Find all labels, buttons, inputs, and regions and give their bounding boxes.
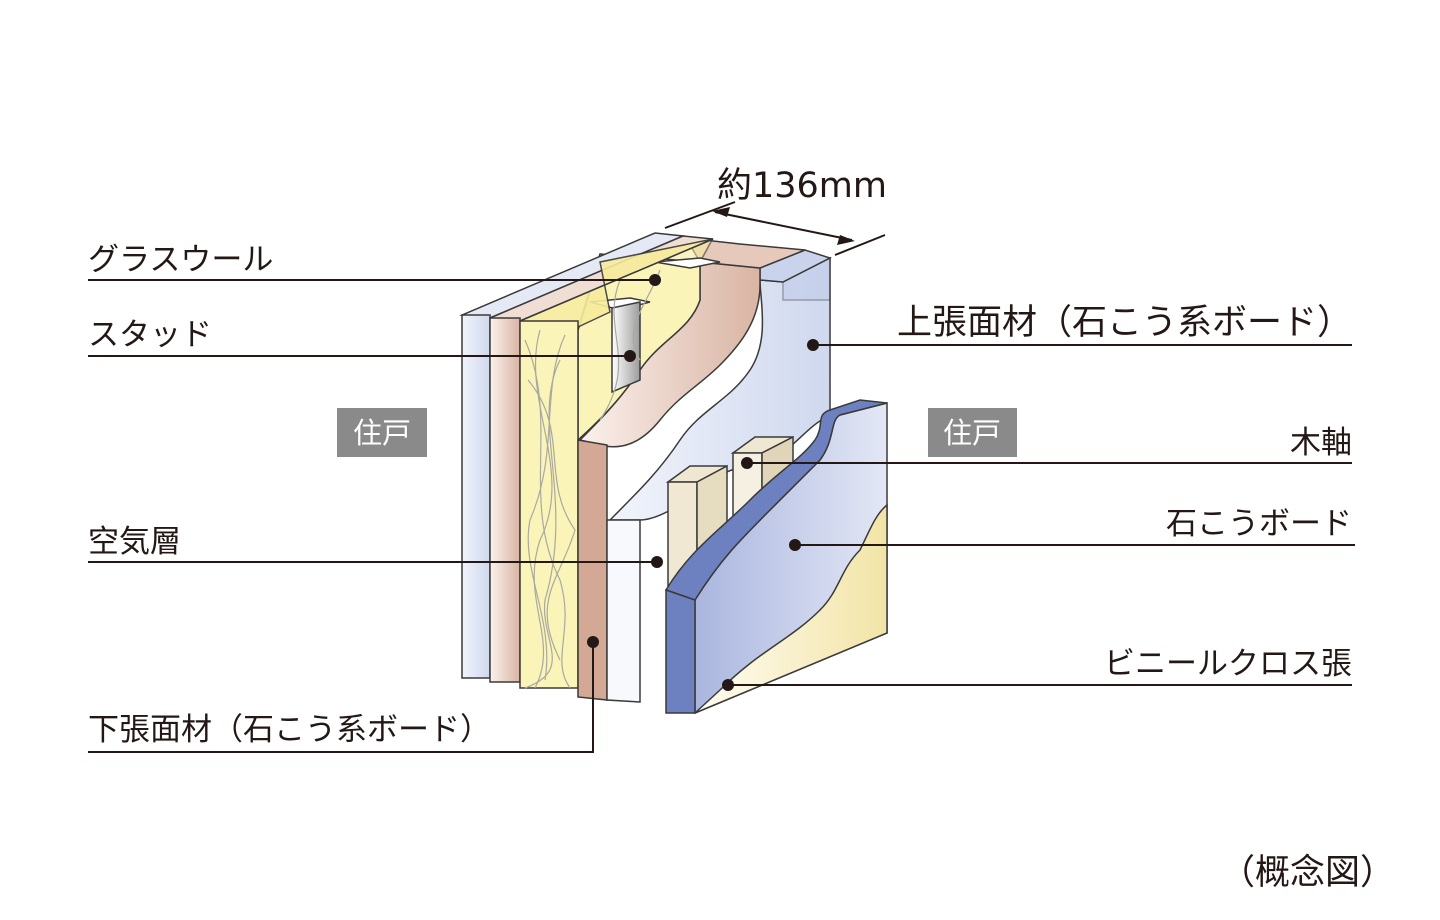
label-glass-wool: グラスウール xyxy=(88,242,661,286)
label-lower-board: 下張面材（石こう系ボード） xyxy=(88,636,599,753)
gypsum-board-top xyxy=(664,399,888,601)
label-text: 上張面材（石こう系ボード） xyxy=(897,303,1352,343)
unit-tag-left: 住戸 xyxy=(337,408,427,457)
unit-tag-text: 住戸 xyxy=(353,416,411,450)
dimension-label: 約136mm xyxy=(717,166,887,206)
caption: （概念図） xyxy=(1220,853,1395,893)
gypsum-board-edge xyxy=(665,588,696,714)
label-wood-frame: 木軸 xyxy=(741,425,1352,469)
stud xyxy=(611,301,641,394)
unit-tag-text: 住戸 xyxy=(943,416,1001,450)
label-text: 石こうボード xyxy=(1166,506,1352,542)
label-vinyl-cloth: ビニールクロス張 xyxy=(722,646,1352,691)
front-strip-pink xyxy=(489,317,521,683)
label-text: 下張面材（石こう系ボード） xyxy=(88,712,491,748)
unit-tag-right: 住戸 xyxy=(928,408,1017,457)
stud-top xyxy=(654,257,721,269)
label-upper-board: 上張面材（石こう系ボード） xyxy=(807,303,1352,351)
label-text: 木軸 xyxy=(1290,425,1352,461)
glass-wool-fibers xyxy=(524,269,661,689)
label-text: スタッド xyxy=(88,317,212,353)
air-layer xyxy=(606,519,641,703)
label-text: ビニールクロス張 xyxy=(1104,646,1352,682)
label-text: 空気層 xyxy=(88,524,181,560)
label-stud: スタッド xyxy=(88,317,636,362)
dimension-marker: 約136mm xyxy=(664,166,887,256)
label-air-layer: 空気層 xyxy=(88,524,663,568)
front-strip-blue xyxy=(461,314,491,679)
label-text: グラスウール xyxy=(88,242,273,278)
upper-board-edge xyxy=(782,256,831,301)
vinyl-cloth xyxy=(694,503,888,714)
front-strip-yellow xyxy=(519,320,579,689)
label-gypsum-board: 石こうボード xyxy=(789,506,1355,551)
